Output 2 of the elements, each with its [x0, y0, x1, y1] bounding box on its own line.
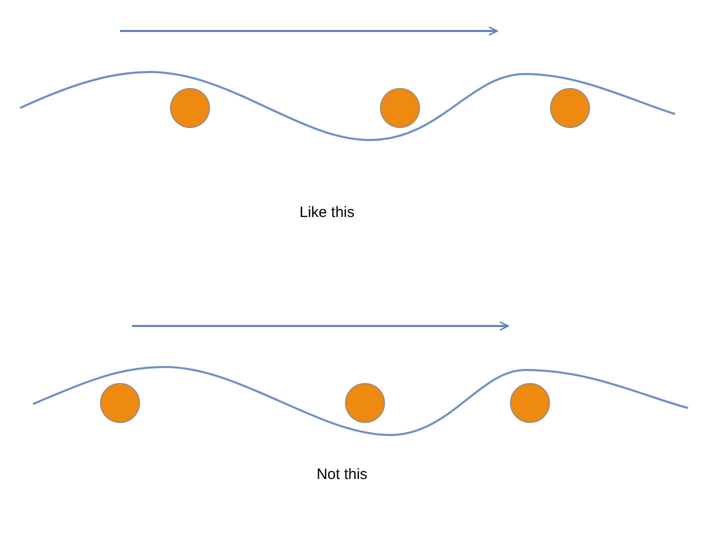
caption-text: Like this [299, 204, 355, 221]
caption-text: Not this [316, 466, 368, 483]
